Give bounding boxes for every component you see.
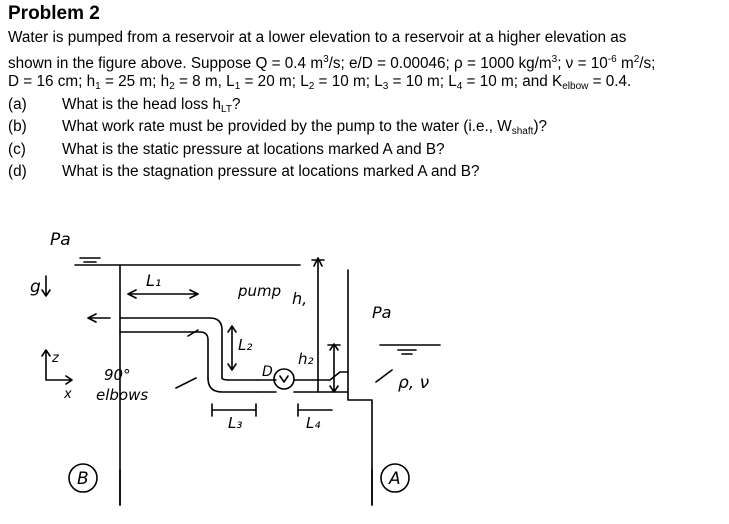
elbow-pointer: [175, 377, 197, 389]
l1-dimension: [127, 289, 199, 299]
z-axis-label: z: [51, 351, 60, 366]
problem-title: Problem 2: [8, 3, 100, 24]
h2-dimension: [327, 343, 341, 393]
l2-dimension: [227, 325, 237, 371]
pipe-l1: [119, 317, 211, 333]
question-a-text: What is the head loss hLT?: [62, 96, 241, 115]
flow-arrow-left: [87, 313, 111, 323]
h1-dimension: [311, 257, 325, 393]
fluid-properties-label: ρ, ν: [398, 373, 430, 393]
l1-label: L₁: [146, 271, 161, 290]
elbows-label: elbows: [96, 386, 148, 404]
elbow-2: [207, 377, 259, 393]
x-axis-label: x: [63, 387, 72, 402]
l4-dimension: [297, 403, 333, 417]
pipe-l3: [257, 379, 277, 393]
point-a-label: A: [388, 469, 401, 489]
question-d-text: What is the stagnation pressure at locat…: [62, 163, 480, 180]
gravity-arrow: [41, 275, 51, 297]
problem-line-3: D = 16 cm; h1 = 25 m; h2 = 8 m, L1 = 20 …: [8, 73, 632, 92]
question-d-label: (d): [8, 163, 27, 180]
pa-left-label: Pa: [50, 230, 71, 250]
pump-label: pump: [237, 282, 281, 300]
elbow-angle-label: 90°: [104, 366, 131, 384]
diameter-label: D: [262, 364, 273, 380]
coordinate-axes: [41, 349, 73, 385]
l3-dimension: [211, 403, 257, 417]
pa-right-label: Pa: [372, 303, 391, 322]
elbow-pointer-2: [187, 329, 199, 337]
l4-label: L₄: [306, 414, 320, 432]
l2-label: L₂: [238, 336, 252, 354]
elbow-1: [199, 317, 223, 379]
left-surface-marker: [79, 257, 101, 263]
right-reservoir-wall: [347, 269, 373, 506]
fluid-properties-arrow: [375, 369, 393, 383]
problem-line-1: Water is pumped from a reservoir at a lo…: [8, 29, 627, 46]
question-b-text: What work rate must be provided by the p…: [62, 118, 548, 137]
point-b-circle: [68, 463, 98, 493]
question-b-label: (b): [8, 118, 27, 135]
pump-icon: [273, 368, 295, 390]
l3-label: L₃: [228, 414, 242, 432]
pipe-system-figure: Pa g z x L₁ L₂ L₃ L₄ pump h, h₂ D Pa 90°…: [30, 230, 441, 506]
point-b-label: B: [77, 469, 89, 489]
h2-label: h₂: [298, 350, 314, 368]
problem-line-2: shown in the figure above. Suppose Q = 0…: [8, 54, 656, 72]
question-c-text: What is the static pressure at locations…: [62, 141, 445, 158]
point-a-circle: [380, 463, 410, 493]
h1-label: h,: [292, 289, 307, 308]
pump-arrow-icon: [279, 375, 289, 383]
question-c-label: (c): [8, 141, 26, 158]
g-label: g: [30, 277, 41, 297]
question-a-label: (a): [8, 96, 27, 113]
pipe-l4: [293, 371, 349, 393]
right-surface-marker: [397, 349, 417, 355]
